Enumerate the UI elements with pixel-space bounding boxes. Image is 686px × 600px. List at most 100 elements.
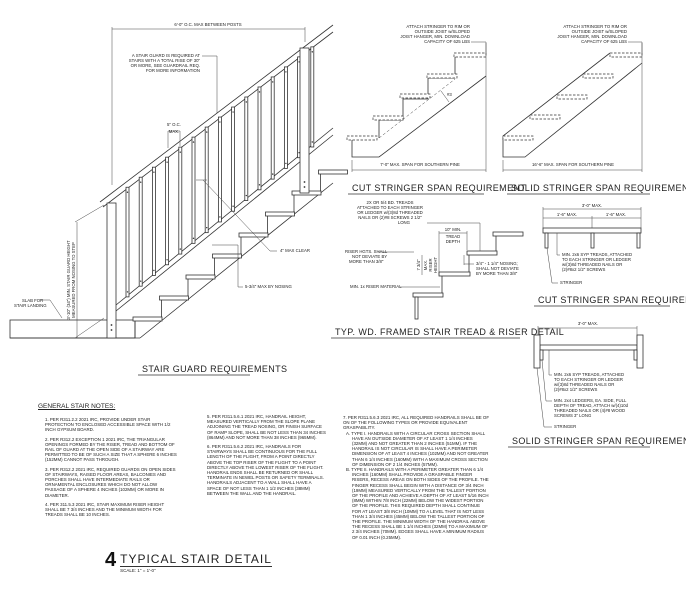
baluster — [244, 96, 249, 201]
baluster — [217, 116, 222, 223]
baluster — [165, 156, 170, 266]
newel-post-left — [106, 202, 117, 339]
post-right — [299, 47, 310, 194]
nosing-note-1: 3/4" - 1 1/4" NOSING; — [476, 261, 518, 266]
baluster — [138, 176, 143, 287]
cut-stringer-drawing: #3 7'-0" MAX. SPAN FOR SOUTHERN PINE ATT… — [346, 24, 526, 195]
solid-stringer-title: SOLID STRINGER SPAN REQUIREMENT — [511, 183, 686, 193]
riser-note-3: MORE THAN 3/8" — [349, 259, 384, 264]
tread-depth-3: DEPTH — [446, 239, 461, 244]
notes-column-3: 7. PER R311.5.6.3 2021 IRC, ALL REQUIRED… — [343, 415, 489, 540]
tread — [318, 169, 348, 175]
solid-section-note-1: MIN. 2x6 SYP TREADS, ATTACHED — [554, 372, 624, 377]
max-clear-label: 4" MAX CLEAR — [280, 248, 310, 253]
guard-height-2: MEASURED FROM NOSING TO STEP — [71, 242, 76, 318]
cut-section-note-4: (2)#8x2 1/2" SCREWS — [562, 267, 605, 272]
tread-depth-1: 10" MIN. — [445, 227, 462, 232]
guard-note-1: A STAIR GUARD IS REQUIRED AT — [132, 53, 200, 58]
ledger-note-2: DEPTH OF TREAD, ATTACH w/(4)10d — [554, 403, 629, 408]
cut-section-title: CUT STRINGER SPAN REQUIREMENT — [538, 295, 686, 305]
baluster — [270, 76, 275, 180]
tread-riser-title: TYP. WD. FRAMED STAIR TREAD & RISER DETA… — [335, 327, 564, 337]
tread-riser-drawing: 10" MIN. TREAD DEPTH 7 3/4" MAX. RISER H… — [331, 200, 564, 339]
solid-stringer-drawing: 16'-6" MAX. SPAN FOR SOUTHERN PINE ATTAC… — [502, 24, 686, 195]
general-notes-title: GENERAL STAIR NOTES: — [38, 403, 116, 410]
cut-stringer-title: CUT STRINGER SPAN REQUIREMENT — [352, 183, 526, 193]
tread — [238, 232, 269, 238]
tread-note-4: NAILS OR (2)#8 SCREWS 2 1/2" — [358, 215, 422, 220]
cut-note-1: ATTACH STRINGER TO RIM OR — [406, 24, 470, 29]
tread — [159, 295, 189, 301]
tread-board — [542, 227, 642, 234]
solid-section-note-2: TO EACH STRINGER OR LEDGER — [554, 377, 623, 382]
solid-note-4: CAPACITY OF 625 LBS — [581, 39, 627, 44]
baluster — [178, 146, 183, 255]
cut-section-overall: 3'-0" MAX. — [582, 203, 602, 208]
guard-note-4: FOR MORE INFORMATION — [146, 68, 200, 73]
cut-section-stringer: STRINGER — [560, 280, 582, 285]
note-5: 5. PER R311.5.6.1 2021 IRC, HANDRAIL HEI… — [207, 414, 326, 440]
handrail-top — [99, 24, 334, 203]
solid-note-3: JOIST HANGER, MIN. DOWNLOAD — [557, 34, 627, 39]
note-7b: B. TYPE II. HANDRAILS WITH A PERIMETER G… — [346, 467, 489, 540]
balusters — [125, 46, 315, 298]
riser-note-2: NOT DEVIATE BY — [352, 254, 387, 259]
solid-section-note-3: w/(3)8d THREADED NAILS OR — [554, 382, 614, 387]
guard-height-1: 3'-10" (34") MIN. STAIR GUARD HEIGHT — [66, 240, 71, 320]
baluster — [191, 136, 196, 244]
baluster-spacing-2: MAX. — [169, 129, 180, 134]
guard-note-2: STAIRS WITH A TOTAL RISE OF 30" — [129, 58, 201, 63]
ledger-note-4: SCREWS 3" LONG — [554, 413, 592, 418]
detail-number: 4 — [105, 549, 117, 571]
cut-note-2: OUTSIDE JOIST w/SLOPED — [415, 29, 470, 34]
baluster — [231, 106, 236, 212]
cut-span-label: 7'-0" MAX. SPAN FOR SOUTHERN PINE — [380, 162, 460, 167]
riser-material-note: MIN. 1x RISER MATERIAL — [350, 284, 402, 289]
riser-height-3: RISER — [428, 258, 433, 271]
guard-note-3: OR MORE, SEE GUARDRAIL REQ. — [131, 63, 200, 68]
note-2: 2. PER R312.2 EXCEPTION 1 2021 IRC, THE … — [45, 436, 177, 463]
baluster — [125, 186, 130, 298]
cut-section-note-2: TO EACH STRINGER OR LEDGER — [562, 257, 631, 262]
tread-note-3: OR LEDGER w/(3)8d THREADED — [357, 210, 423, 215]
riser-note-1: RISER HGTS. SHALL — [345, 249, 388, 254]
solid-section-stringer: STRINGER — [554, 424, 576, 429]
cut-note-3: JOIST HANGER, MIN. DOWNLOAD — [400, 34, 470, 39]
tread — [185, 274, 216, 280]
cut-section-note-3: w/(3)8d THREADED NAILS OR — [562, 262, 622, 267]
nosing-note-3: BY MORE THAN 3/8" — [476, 271, 518, 276]
riser-height-4: HEIGHT — [433, 257, 438, 274]
baluster — [310, 46, 315, 148]
tread — [265, 211, 295, 217]
note-4: 4. PER 311.5.3 2021 IRC, STAIR MAXIMUM R… — [45, 501, 165, 518]
cut-note-4: CAPACITY OF 625 LBS — [424, 39, 470, 44]
tread-note-5: LONG — [398, 220, 411, 225]
stair-guard-title: STAIR GUARD REQUIREMENTS — [142, 364, 287, 374]
stair-guard-drawing: 6'-0" O.C. MAX BETWEEN POSTS A STAIR GUA… — [9, 22, 348, 376]
tread-depth-2: TREAD — [446, 234, 461, 239]
cut-section-half-right: 1'-6" MAX. — [606, 212, 626, 217]
baluster — [257, 86, 262, 191]
tread-note-1: 2X OR 5/4 BD. TREADS — [367, 200, 414, 205]
cut-section-note-1: MIN. 2x6 SYP TREADS, ATTACHED — [562, 252, 632, 257]
solid-span-label: 16'-6" MAX. SPAN FOR SOUTHERN PINE — [532, 162, 614, 167]
solid-note-2: OUTSIDE JOIST w/SLOPED — [572, 29, 627, 34]
riser-height-2: MAX. — [423, 260, 428, 271]
riser-height-1: 7 3/4" — [416, 259, 421, 271]
solid-section-title: SOLID STRINGER SPAN REQUIREMENT — [512, 436, 686, 446]
note-7a: A. TYPE I. HANDRAILS WITH A CIRCULAR CRO… — [346, 430, 489, 467]
note-6: 6. PER R311.5.6.2 2021 IRC, HANDRAILS FO… — [207, 444, 324, 496]
note-3: 3. PER R312.2 2021 IRC, REQUIRED GUARDS … — [45, 466, 176, 498]
slab-label-1: SLAB FOR — [22, 298, 43, 303]
solid-section-note-4: (2)#8x2 1/2" SCREWS — [554, 387, 597, 392]
solid-section-overall: 3'-0" MAX. — [578, 321, 598, 326]
detail-title: TYPICAL STAIR DETAIL — [120, 552, 272, 567]
nosing-note-2: SHALL NOT DEVIATE — [476, 266, 519, 271]
solid-note-1: ATTACH STRINGER TO RIM OR — [563, 24, 627, 29]
stringer-line — [139, 182, 334, 339]
tread-note-2: ATTACHED TO EACH STRINGER — [357, 205, 423, 210]
detail-scale: SCALE: 1" = 1'-0" — [120, 568, 156, 573]
baluster-spacing-1: 5" O.C. — [167, 122, 181, 127]
